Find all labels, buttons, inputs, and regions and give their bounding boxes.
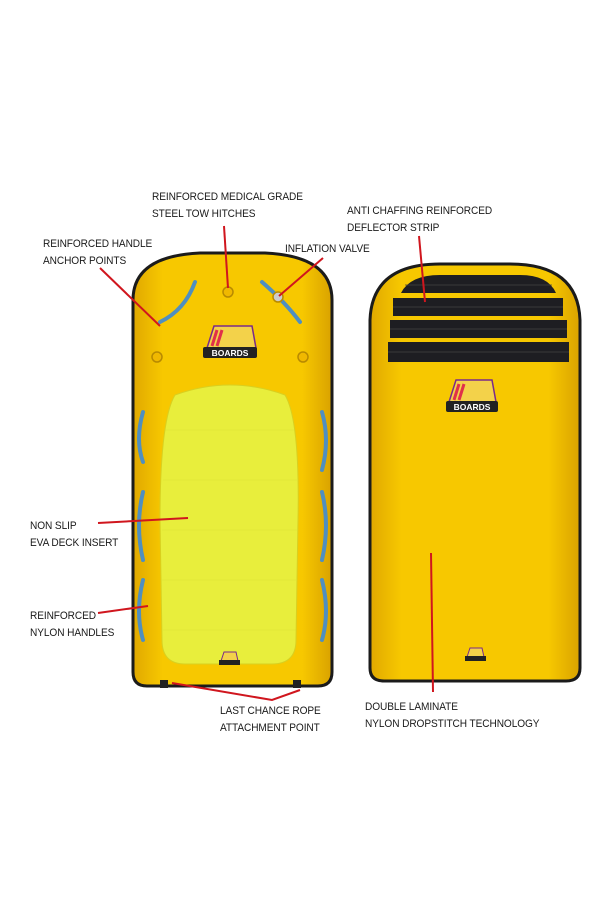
callout-line: REINFORCED [30,610,96,622]
callout-line: REINFORCED HANDLE [43,238,153,250]
callout-line: STEEL TOW HITCHES [152,208,256,220]
small-logo [219,651,240,665]
callout-deck-insert: NON SLIP EVA DECK INSERT [30,518,118,552]
svg-text:BOARDS: BOARDS [212,348,249,358]
svg-text:BOARDS: BOARDS [454,402,491,412]
callout-line: DOUBLE LAMINATE [365,701,458,713]
callout-line: LAST CHANCE ROPE [220,705,321,717]
callout-line: ANCHOR POINTS [43,255,127,267]
anchor-points [151,286,309,363]
callout-rope-point: LAST CHANCE ROPE ATTACHMENT POINT [220,703,321,737]
board-top-view: BOARDS [131,251,334,688]
brand-logo-back: BOARDS [446,379,498,412]
callout-line: EVA DECK INSERT [30,537,119,549]
callout-line: NON SLIP [30,520,77,532]
callout-line: NYLON DROPSTITCH TECHNOLOGY [365,718,540,730]
callout-dropstitch: DOUBLE LAMINATE NYLON DROPSTITCH TECHNOL… [365,699,540,733]
small-logo-back [465,647,486,661]
callout-line: INFLATION VALVE [285,243,370,255]
rope-attachment [160,680,168,688]
eva-deck-insert [159,384,299,665]
callout-line: ATTACHMENT POINT [220,722,320,734]
callout-line: ANTI CHAFFING REINFORCED [347,205,493,217]
nylon-handles [137,280,328,642]
callout-line: NYLON HANDLES [30,627,115,639]
callout-inflation-valve: INFLATION VALVE [285,241,370,258]
callout-line: DEFLECTOR STRIP [347,222,440,234]
leader-lines [97,225,434,702]
callout-deflector-strip: ANTI CHAFFING REINFORCED DEFLECTOR STRIP [347,203,492,237]
board-bottom-view: BOARDS [368,262,582,683]
callout-anchor-points: REINFORCED HANDLE ANCHOR POINTS [43,236,152,270]
brand-logo: BOARDS [203,325,257,358]
callout-nylon-handles: REINFORCED NYLON HANDLES [30,608,114,642]
callout-tow-hitches: REINFORCED MEDICAL GRADE STEEL TOW HITCH… [152,189,303,223]
callout-line: REINFORCED MEDICAL GRADE [152,191,303,203]
